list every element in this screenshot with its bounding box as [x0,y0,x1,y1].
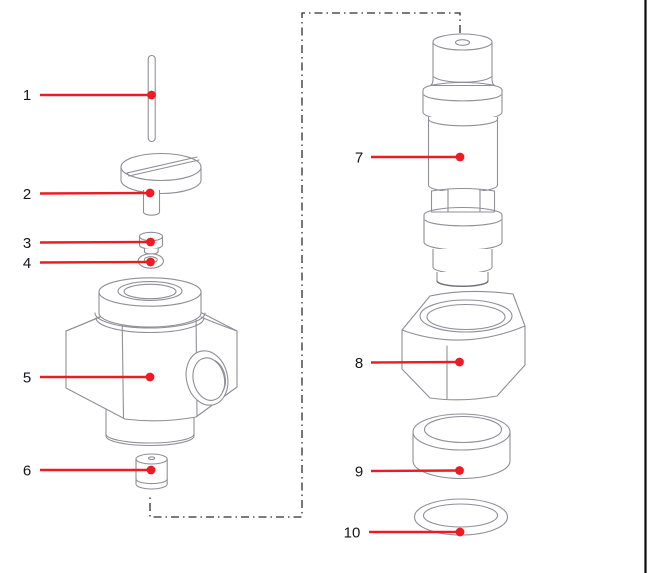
valve-body-center-bore [117,281,183,301]
callout-9-dot [455,466,464,475]
callout-10-dot [455,527,465,537]
callout-6: 6 [23,463,156,480]
callout-7-dot [455,152,465,162]
cartridge-upper-flange [422,90,503,122]
hex-nut-opening [419,299,513,333]
valve-body-side-port [185,350,229,406]
callout-9: 9 [355,464,464,481]
callout-1-label: 1 [23,87,31,104]
callout-8: 8 [355,355,464,372]
callout-2-dot [145,188,155,198]
cartridge-lower-ring [423,215,503,251]
callout-1: 1 [23,87,156,104]
cartridge-hex-section [430,191,496,213]
callout-5-label: 5 [23,370,31,387]
callout-6-dot [146,465,156,475]
part-drawing-small-nut [138,231,164,255]
callout-8-dot [455,357,464,367]
callout-1-dot [147,90,156,100]
callout-4-dot [146,257,155,267]
callout-9-label: 9 [355,464,363,481]
part-drawing-slotted-screw [120,152,202,216]
callout-5: 5 [23,370,155,387]
callout-6-label: 6 [23,463,31,480]
callout-8-label: 8 [355,355,363,372]
part-drawing-seal-bushing-ring [412,413,511,480]
part-drawing-valve-body [65,277,238,447]
callout-5-dot [145,372,155,382]
callout-10-label: 10 [344,525,361,542]
callout-2: 2 [23,186,155,203]
callout-7: 7 [355,150,465,167]
callout-3-dot [146,237,155,247]
callout-2-label: 2 [23,186,31,203]
callout-4-label: 4 [23,255,31,272]
callout-3: 3 [23,235,155,252]
callout-3-label: 3 [23,235,31,252]
bushing-recess [423,415,503,444]
callout-10: 10 [344,525,465,542]
part-drawing-hex-cap-nut [401,290,526,401]
cartridge-bottom-tip [436,280,489,287]
screw-slot [126,156,198,174]
callout-7-label: 7 [355,150,363,167]
cartridge-top-cap [429,42,496,87]
callout-4: 4 [23,255,155,272]
